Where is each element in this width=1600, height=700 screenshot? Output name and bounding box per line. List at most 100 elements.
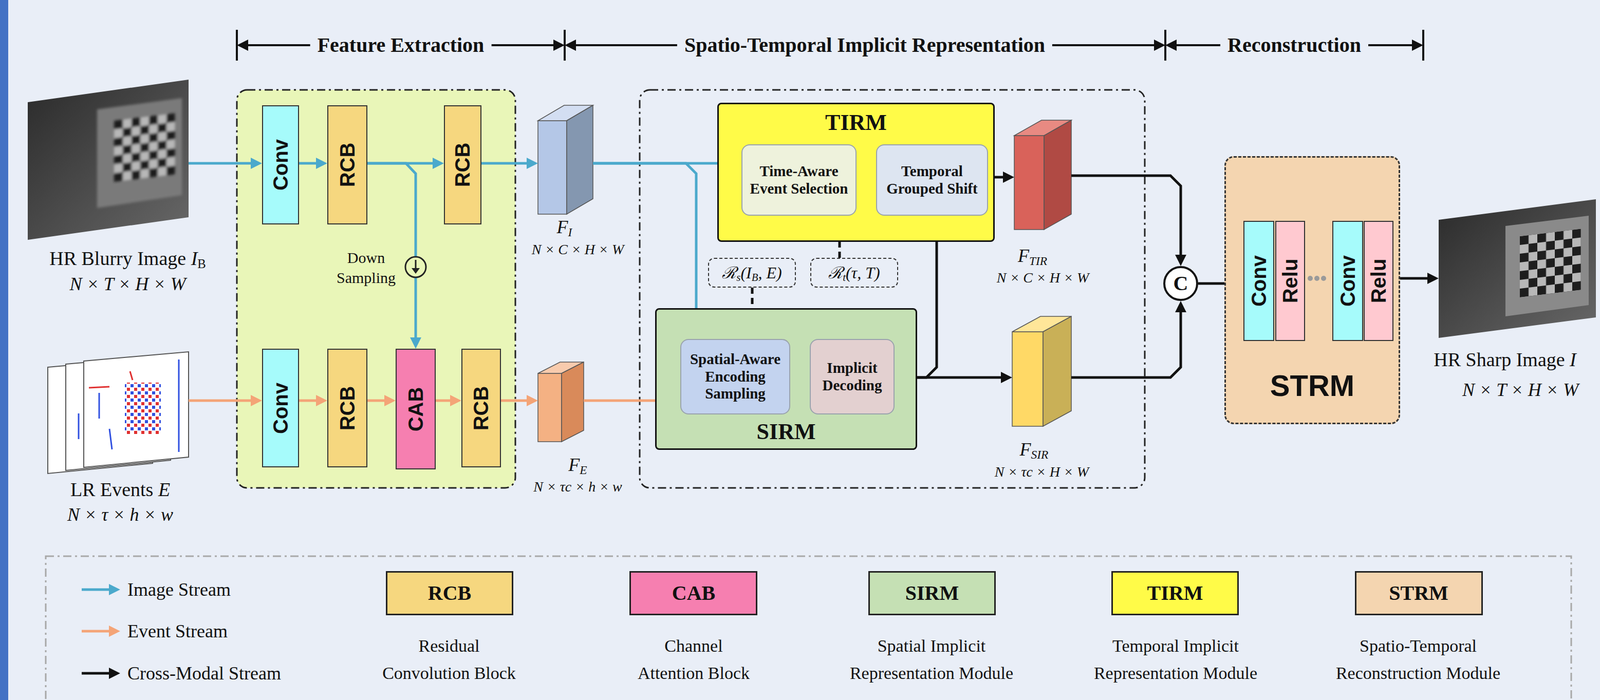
event-frames [129, 371, 133, 381]
sharp-photo [1438, 199, 1596, 339]
node-text: Implicit Decoding [814, 359, 890, 395]
node-label: TIRM [825, 110, 887, 136]
dimension-label: N × T × H × W [1462, 379, 1579, 402]
event-frames [109, 429, 113, 450]
dimension-label: N × T × H × W [69, 273, 186, 296]
legend-line-sample [81, 630, 116, 634]
node-text: Conv [1248, 255, 1270, 307]
feature-cube [1012, 331, 1044, 427]
conv-layer: Conv [262, 348, 300, 468]
ellipsis-dots [1307, 275, 1313, 282]
legend-line-sample [81, 589, 116, 674]
sharp-photo [1505, 215, 1589, 317]
section-header: Feature Extraction [310, 32, 492, 58]
node-label: SIRM [756, 419, 816, 445]
node-label: HR Sharp Image I [1433, 348, 1577, 372]
activation-layer: Relu [1363, 220, 1394, 342]
blurry-photo [27, 79, 189, 240]
connector [367, 399, 391, 403]
residual-block: RCB [443, 105, 482, 225]
blurry-photo [97, 98, 182, 209]
event-frames [98, 393, 101, 419]
dimension-label: N × C × H × W [531, 240, 625, 259]
residual-block: RCB [327, 348, 368, 468]
feature-map: FSIRN × τc × H × W [1012, 316, 1072, 427]
feature-cube [561, 362, 584, 442]
node-text: Time-Aware Event Selection [746, 162, 852, 198]
connector [435, 399, 457, 403]
dimension-label: N × τ × h × w [67, 504, 174, 527]
dimension-label: N × C × H × W [996, 269, 1090, 287]
feature-map: FIN × C × H × W [537, 105, 593, 215]
node-text: RCB [452, 142, 474, 188]
process-box: Temporal Grouped Shift [876, 144, 989, 216]
node-text: Relu [1368, 258, 1389, 304]
sharp-photo [1438, 199, 1596, 339]
feature-map: FEN × τc × h × w [537, 362, 584, 442]
function-box: ℛs(IB, E) [708, 257, 796, 288]
node-label: LR Events E [70, 478, 171, 502]
feature-cube [537, 105, 593, 215]
connector [299, 162, 323, 165]
node-text: RCB [337, 385, 358, 431]
output-image: HR Sharp Image IN × T × H × W [1438, 199, 1596, 339]
section-bracket [235, 29, 238, 61]
legend-label: Event Stream [127, 620, 228, 643]
connector [500, 399, 533, 403]
function-box: ℛt(τ, T) [810, 257, 899, 288]
event-frames [124, 382, 161, 435]
feature-cube [1043, 316, 1072, 427]
node-label: FE [568, 454, 587, 477]
connector [1071, 306, 1181, 378]
dimension-label: N × τc × h × w [533, 478, 622, 496]
downsampling-symbol [405, 256, 426, 278]
node-text: ℛs(IB, E) [721, 263, 782, 283]
sharp-photo [1519, 228, 1581, 298]
legend-label: Spatio-Temporal Reconstruction Module [1330, 633, 1506, 687]
legend-swatch-label: TIRM [1147, 582, 1204, 605]
blurry-photo [114, 113, 176, 182]
legend-line-sample [81, 672, 116, 676]
node-label: FSIR [1019, 438, 1049, 461]
module-box: STRMConvReluConvRelu [1224, 156, 1401, 425]
node-label: FI [556, 216, 573, 239]
node-text: Conv [270, 382, 291, 435]
feature-cube [1012, 316, 1072, 427]
concat-circle: C [1163, 266, 1199, 302]
section-bracket [1164, 29, 1167, 61]
stage-region [639, 89, 1145, 489]
section-bracket [1422, 29, 1425, 61]
feature-cube [537, 362, 584, 442]
node-label: STRM [1270, 369, 1355, 403]
connector [481, 162, 533, 165]
event-frames [83, 351, 189, 468]
feature-cube [537, 120, 567, 215]
event-frames [47, 351, 189, 474]
input-image: HR Blurry Image IBN × T × H × W [27, 79, 189, 240]
attention-block: CAB [395, 348, 436, 470]
feature-cube [1014, 135, 1045, 230]
input-events: LR Events EN × τ × h × w [47, 351, 189, 468]
event-frames [88, 386, 110, 388]
section-bracket [563, 29, 566, 61]
legend-label: Temporal Implicit Representation Module [1088, 633, 1263, 687]
process-box: Time-Aware Event Selection [741, 144, 857, 216]
legend-swatch-label: RCB [428, 582, 472, 605]
legend-swatch-label: CAB [672, 582, 716, 605]
connector [299, 399, 323, 403]
node-text: Conv [270, 139, 291, 191]
process-box: Implicit Decoding [809, 339, 895, 415]
downsampling-symbol [411, 268, 420, 274]
stage-region [236, 89, 516, 489]
node-text: RCB [337, 142, 358, 188]
node-label: HR Blurry Image IB [49, 247, 207, 271]
legend-label: Cross-Modal Stream [127, 662, 282, 685]
conv-layer: Conv [1332, 220, 1364, 342]
connector [188, 399, 257, 403]
conv-layer: Conv [1243, 220, 1275, 342]
node-text: Relu [1279, 258, 1301, 304]
legend-label: Spatial Implicit Representation Module [844, 633, 1019, 687]
node-text: C [1173, 273, 1189, 294]
node-text: CAB [405, 386, 426, 432]
